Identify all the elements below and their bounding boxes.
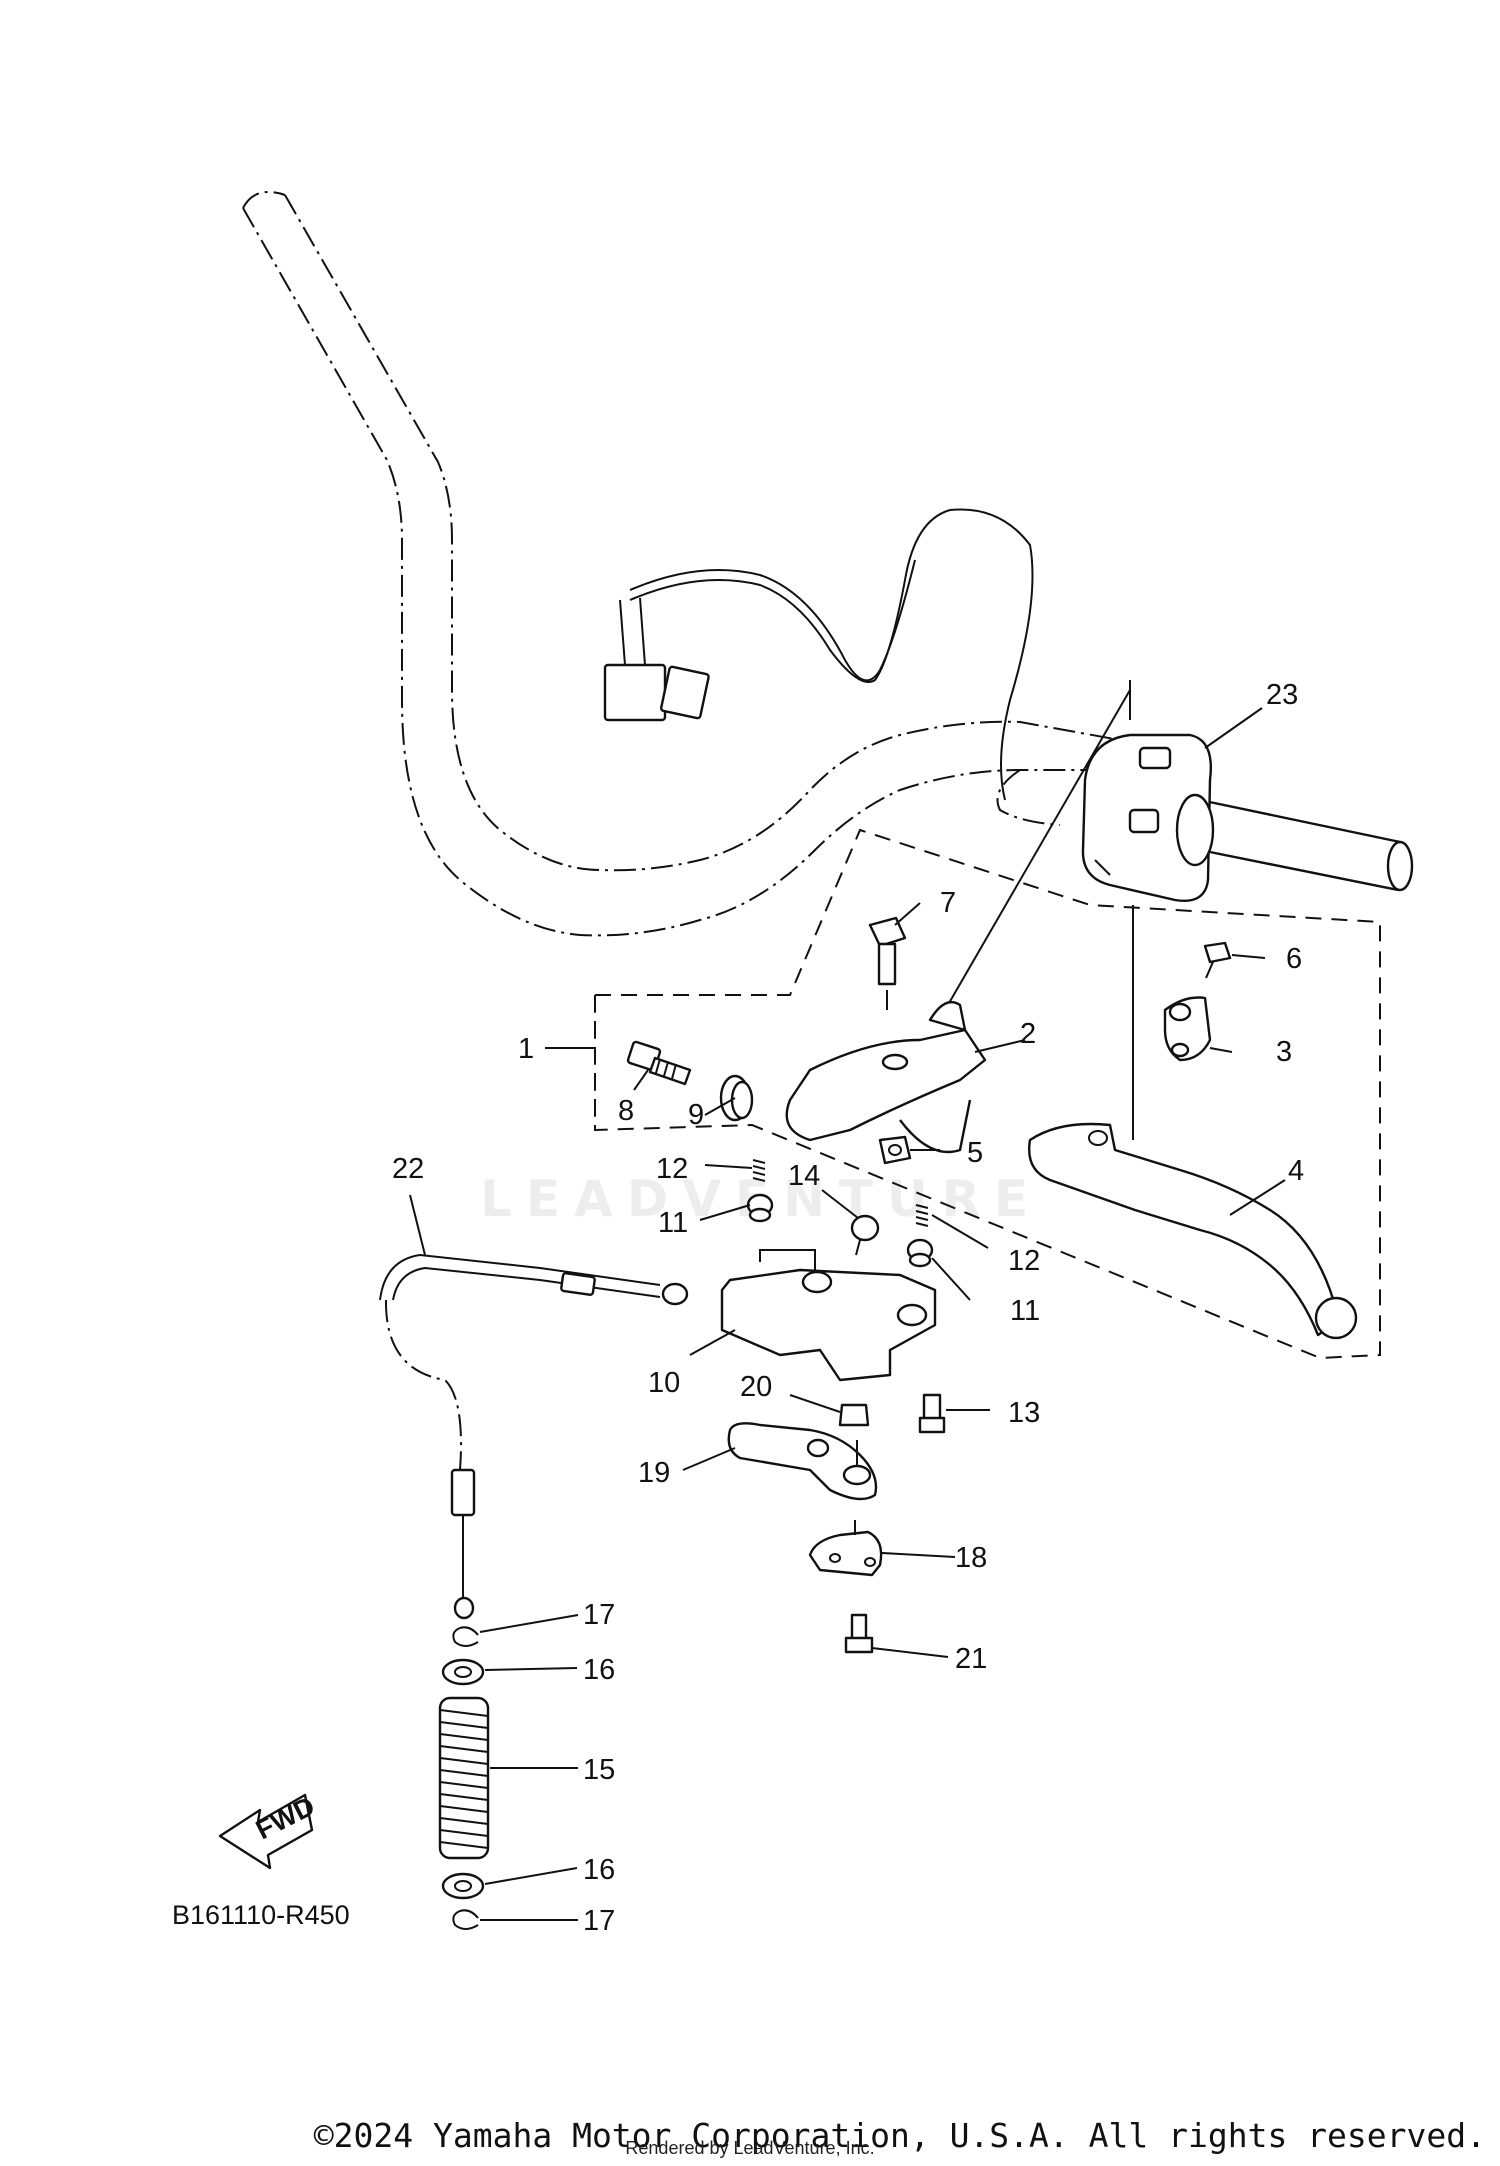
part-9-adjuster-dial (719, 1074, 754, 1122)
part-15-coil-spring (438, 1696, 490, 1860)
switch-wiring-harness (603, 508, 1034, 801)
assembly-guide-line (944, 689, 1131, 1011)
part-10-lever-housing (720, 1249, 937, 1382)
part-4-lever (1028, 1122, 1358, 1340)
lever-assembly-boundary (594, 828, 1381, 1360)
callout-16-top: 16 (583, 1654, 615, 1686)
callout-6: 6 (1286, 943, 1302, 975)
part-12-spring-left (752, 1159, 766, 1182)
callout-14: 14 (788, 1160, 820, 1192)
callout-9: 9 (688, 1099, 704, 1131)
part-12-spring-right (915, 1204, 929, 1227)
callout-11-right: 11 (1010, 1295, 1040, 1327)
part-13-screw (918, 1393, 946, 1434)
callout-23: 23 (1266, 679, 1298, 711)
callout-4: 4 (1288, 1155, 1304, 1187)
part-14-plug (850, 1214, 880, 1256)
diagram-code: B161110-R450 (172, 1900, 350, 1930)
callout-12-left: 12 (656, 1153, 688, 1185)
copyright-notice: ©2024 Yamaha Motor Corporation, U.S.A. A… (313, 2116, 1486, 2155)
callout-5: 5 (967, 1137, 983, 1169)
part-8-adjuster-screw (626, 1040, 692, 1086)
handlebar-phantom (242, 191, 1121, 937)
callout-19: 19 (638, 1457, 670, 1489)
callout-15: 15 (583, 1754, 615, 1786)
callout-17-bottom: 17 (583, 1905, 615, 1937)
callout-3: 3 (1276, 1036, 1292, 1068)
callout-13: 13 (1008, 1397, 1040, 1429)
rendered-by-credit: Rendered by LeadVenture, Inc. (625, 2138, 875, 2158)
callout-10: 10 (648, 1367, 680, 1399)
part-18-plate (808, 1520, 883, 1577)
callout-leaders (409, 707, 1286, 1921)
callout-21: 21 (955, 1643, 987, 1675)
part-19-lever-arm (727, 1422, 878, 1501)
callout-2: 2 (1020, 1018, 1036, 1050)
callout-1: 1 (518, 1033, 534, 1065)
callout-8: 8 (618, 1095, 634, 1127)
callout-18: 18 (955, 1542, 987, 1574)
part-16-washer-bottom (441, 1872, 485, 1900)
part-21-screw (844, 1613, 874, 1654)
handlebar-grip-end (1198, 798, 1414, 892)
part-20-nut (838, 1403, 870, 1427)
callout-11-left: 11 (658, 1207, 688, 1239)
callout-16-bottom: 16 (583, 1854, 615, 1886)
callout-7: 7 (940, 887, 956, 919)
part-22-cable (379, 1253, 689, 1620)
fwd-direction-arrow: FWD (218, 1791, 320, 1870)
part-6-screw (1203, 941, 1232, 979)
callout-12-right: 12 (1008, 1245, 1040, 1277)
part-2-lever-bracket (785, 1000, 987, 1154)
callout-22: 22 (392, 1153, 424, 1185)
callout-20: 20 (740, 1371, 772, 1403)
callout-labels: 1 2 3 4 5 6 7 8 9 10 11 11 12 12 13 14 1… (392, 679, 1304, 1937)
part-23-handlebar-switch (1081, 733, 1215, 902)
part-11-bushing-left (746, 1193, 774, 1223)
part-3-holder (1163, 996, 1212, 1062)
part-5-nut (878, 1135, 912, 1165)
part-17-clip-bottom (452, 1909, 479, 1930)
part-17-clip-top (452, 1626, 479, 1647)
callout-17-top: 17 (583, 1599, 615, 1631)
part-7-bolt (868, 916, 907, 1010)
part-11-bushing-right (906, 1238, 934, 1268)
part-16-washer-top (441, 1658, 485, 1686)
